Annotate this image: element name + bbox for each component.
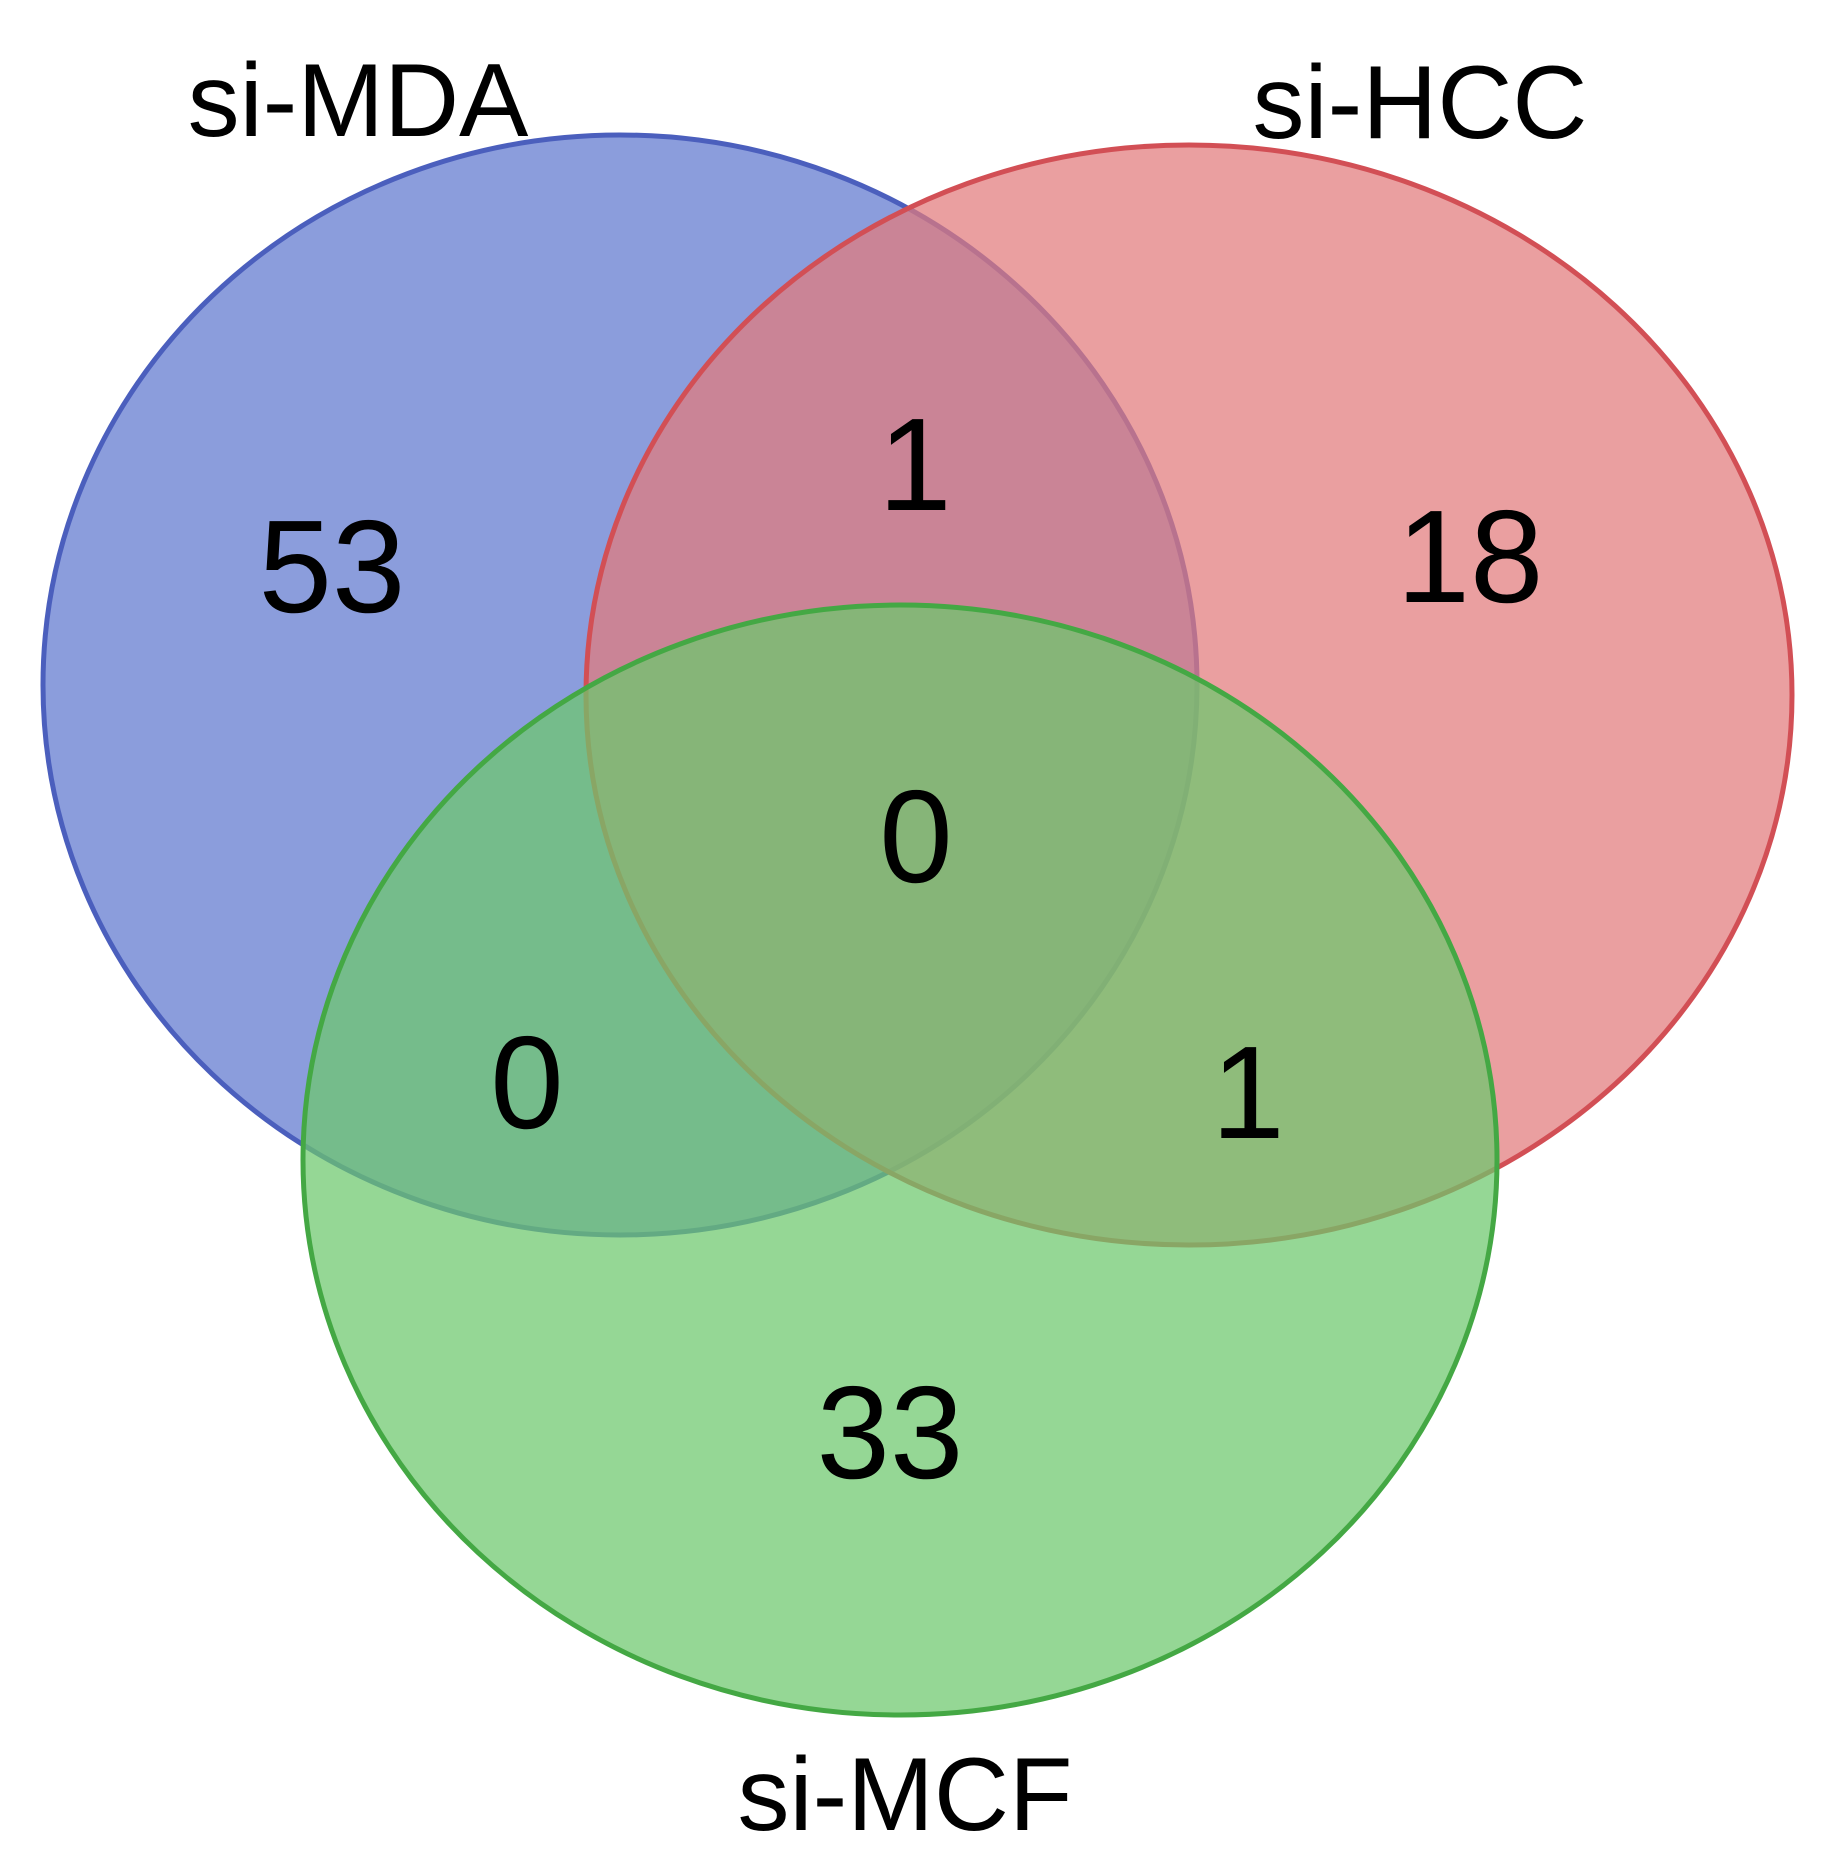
set-circle-si-mcf bbox=[300, 602, 1500, 1718]
count-mda-mcf: 0 bbox=[490, 1009, 563, 1156]
count-si-mcf-only: 33 bbox=[817, 1359, 964, 1506]
set-label-si-hcc: si-HCC bbox=[1252, 45, 1587, 161]
set-label-si-mda: si-MDA bbox=[188, 43, 529, 159]
count-all-three: 0 bbox=[879, 763, 952, 910]
count-mda-hcc: 1 bbox=[878, 391, 951, 538]
set-label-si-mcf: si-MCF bbox=[737, 1737, 1072, 1853]
count-hcc-mcf: 1 bbox=[1211, 1019, 1284, 1166]
count-si-mda-only: 53 bbox=[259, 493, 406, 640]
count-si-hcc-only: 18 bbox=[1397, 483, 1544, 630]
